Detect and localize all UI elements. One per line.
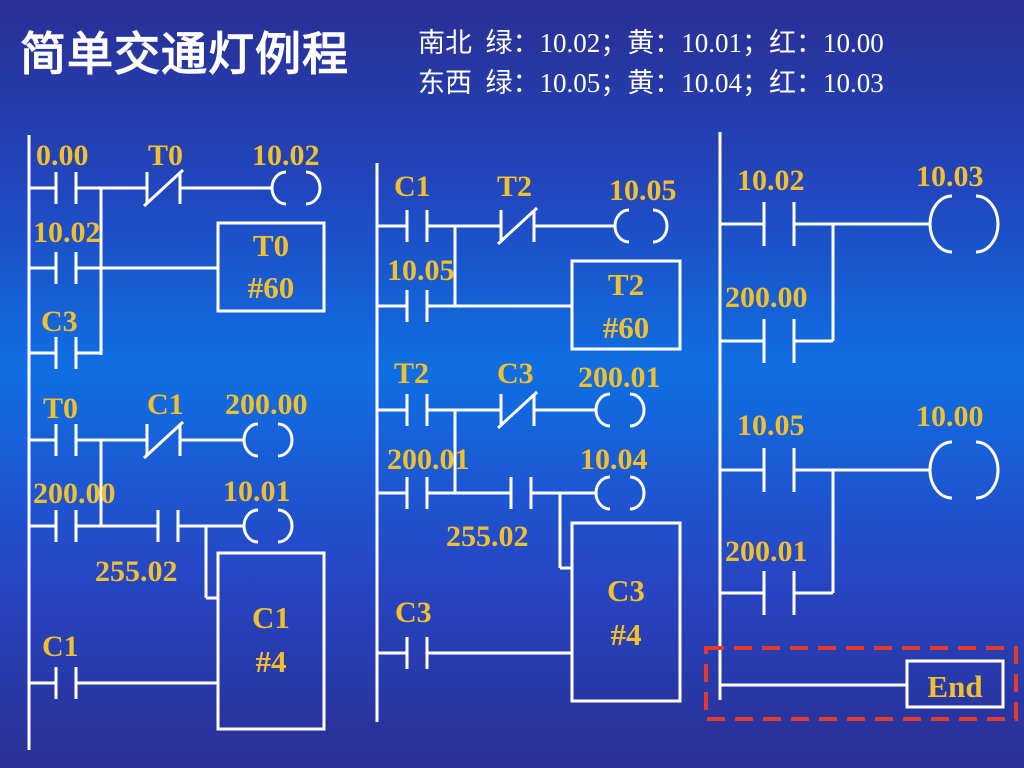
counter-c3-name: C3 [607,573,645,608]
label-contact-t0-nc: T0 [148,139,183,172]
contact-c1-reset [29,667,218,699]
counter-c1-box [216,551,326,731]
coil-10-03 [928,194,1000,254]
label-contact-c3: C3 [41,305,78,338]
label-contact-c1-nc: C1 [147,388,184,421]
contact-c1 [377,210,501,242]
label-contact-c1-reset: C1 [42,630,79,663]
label-contact-200-01-b: 200.01 [725,535,808,568]
contact-200-00-b [720,319,833,363]
label-coil-200-00: 200.00 [225,388,308,421]
label-contact-10-02-b: 10.02 [737,164,805,197]
timer-t0-value: #60 [248,270,295,305]
contact-10-02-b [720,202,930,246]
timer-t0-name: T0 [253,228,289,263]
coil-200-00 [242,422,294,458]
label-coil-10-04: 10.04 [580,443,648,476]
contact-200-01-b [720,571,833,615]
label-contact-10-05-b: 10.05 [737,409,805,442]
coil-10-04 [594,475,646,511]
coil-10-02 [270,170,322,206]
timer-t0-box [216,221,326,313]
counter-c3-box [570,521,682,703]
label-coil-10-01: 10.01 [223,475,291,508]
contact-10-05-b [720,448,930,492]
counter-c1-name: C1 [252,600,290,635]
label-contact-c1: C1 [394,170,431,203]
contact-t2 [377,394,501,426]
contact-c1-nc [142,420,244,460]
label-contact-c3-nc: C3 [497,357,534,390]
label-contact-0-00: 0.00 [36,139,89,172]
coil-10-05 [613,208,669,244]
label-contact-200-01: 200.01 [387,443,470,476]
contact-200-00 [29,510,158,542]
counter-c1-value: #4 [256,644,287,679]
contact-c3 [29,337,101,369]
label-contact-200-00: 200.00 [33,477,116,510]
label-coil-10-03: 10.03 [916,160,984,193]
label-contact-255-02-b: 255.02 [446,520,529,553]
timer-t2-box [570,259,682,351]
end-box [905,659,1005,709]
label-contact-c3-reset: C3 [395,596,432,629]
legend-north-south: 南北 绿：10.02；黄：10.01；红：10.00 [418,28,884,58]
contact-t0 [29,424,147,456]
contact-0-00 [29,172,147,204]
contact-10-05 [377,290,572,322]
timer-t2-value: #60 [603,310,650,345]
label-contact-255-02: 255.02 [95,555,178,588]
counter-c3-value: #4 [611,617,642,652]
legend-east-west: 东西 绿：10.05；黄：10.04；红：10.03 [418,68,884,98]
end-label: End [927,669,982,704]
timer-t2-name: T2 [608,267,644,302]
contact-c3-nc [496,390,596,430]
label-contact-t2-nc: T2 [497,170,532,203]
label-coil-10-00: 10.00 [916,400,984,433]
contact-255-02-b [509,477,596,509]
label-coil-200-01: 200.01 [578,361,661,394]
coil-10-00 [928,440,1000,500]
label-contact-t0: T0 [43,392,78,425]
label-contact-200-00-b: 200.00 [725,281,808,314]
contact-255-02 [156,510,244,542]
end-highlight-dashed [704,646,1018,721]
coil-200-01 [594,392,646,428]
label-coil-10-02: 10.02 [252,139,320,172]
page-title: 简单交通灯例程 [20,27,349,81]
label-coil-10-05: 10.05 [609,174,677,207]
coil-10-01 [242,508,294,544]
contact-c3-reset [377,637,572,669]
label-contact-t2: T2 [394,357,429,390]
label-contact-10-05: 10.05 [387,254,455,287]
contact-200-01 [377,477,511,509]
contact-t2-nc [496,206,615,246]
label-contact-10-02: 10.02 [33,216,101,249]
contact-t0-nc [142,168,272,208]
contact-10-02 [29,252,218,284]
